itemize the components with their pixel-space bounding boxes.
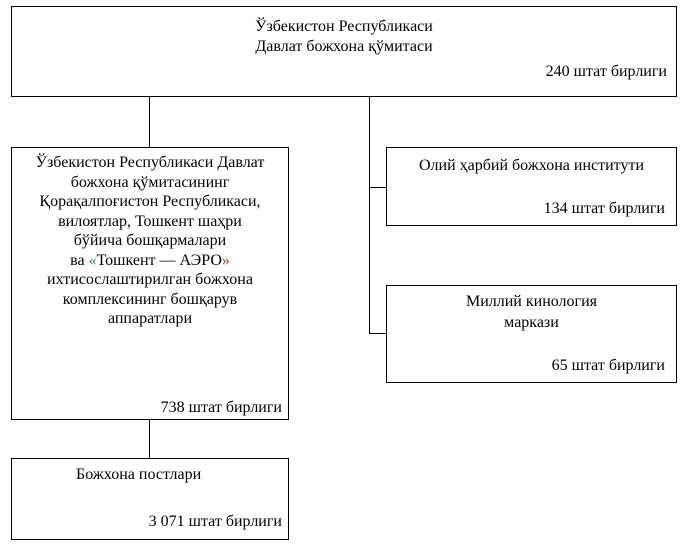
left-node-quote-open: « <box>88 251 97 269</box>
left-node-line2: божхона қўмитасининг <box>70 173 230 191</box>
left-node-line1: Ўзбекистон Республикаси Давлат <box>35 154 265 171</box>
left-node-line7: ихтисослаштирилган божхона <box>47 271 253 288</box>
left-node-line8: комплексининг бошқарув <box>62 290 238 308</box>
right-node-2-title-line1: Миллий кинология <box>465 293 598 310</box>
left-node-line4: вилоятлар, Тошкент шаҳри <box>58 212 242 230</box>
top-node-title-line1: Ўзбекистон Республикаси <box>255 18 433 35</box>
right-node-1-title: Олий ҳарбий божхона институти <box>419 157 644 174</box>
left-node-staff-count: 738 штат бирлиги <box>160 399 282 416</box>
bottom-node-customs-posts: Божхона постлари 3 071 штат бирлиги <box>11 458 289 540</box>
right-node-military-customs-institute: Олий ҳарбий божхона институти 134 штат б… <box>386 147 677 226</box>
left-node-title: Ўзбекистон Республикаси Давлат божхона қ… <box>12 153 288 329</box>
left-node-regional-departments: Ўзбекистон Республикаси Давлат божхона қ… <box>11 147 289 420</box>
connector-top-to-left <box>149 97 150 147</box>
connector-right-2 <box>369 333 386 334</box>
connector-top-to-right <box>369 97 370 333</box>
left-node-line9: аппаратлари <box>107 310 193 327</box>
left-node-quote-close: » <box>221 251 230 269</box>
right-node-2-title-line2: маркази <box>504 314 559 331</box>
bottom-node-title: Божхона постлари <box>76 466 202 483</box>
left-node-line6-prefix: ва <box>70 251 89 269</box>
right-node-2-staff-count: 65 штат бирлиги <box>551 357 665 374</box>
connector-left-to-bottom <box>149 420 150 458</box>
left-node-line6: ва «Тошкент — АЭРО» <box>12 251 288 271</box>
right-node-1-staff-count: 134 штат бирлиги <box>543 200 665 217</box>
right-node-cynology-center: Миллий кинология маркази 65 штат бирлиги <box>386 285 677 383</box>
connector-right-1 <box>369 187 386 188</box>
bottom-node-staff-count: 3 071 штат бирлиги <box>148 513 282 530</box>
left-node-line6-name: Тошкент — АЭРО <box>96 251 222 269</box>
top-node-title-line2: Давлат божхона қўмитаси <box>255 38 433 55</box>
top-node-staff-count: 240 штат бирлиги <box>545 63 667 80</box>
top-node-state-customs-committee: Ўзбекистон Республикаси Давлат божхона қ… <box>11 6 677 97</box>
left-node-line5: бўйича бошқармалари <box>73 232 227 249</box>
left-node-line3: Қорақалпоғистон Республикаси, <box>39 193 261 210</box>
